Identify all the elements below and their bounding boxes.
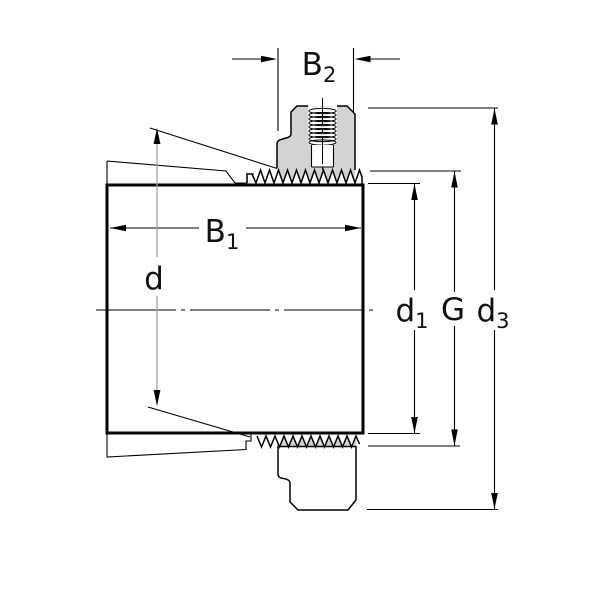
upper-sleeve-outer-surface: [106, 160, 254, 185]
label-b1: B1: [205, 214, 240, 254]
label-bg-b1: [199, 213, 246, 248]
label-d: d: [144, 261, 164, 297]
lower-locknut-body: [277, 445, 357, 511]
upper-locknut-outline-right: [337, 105, 356, 170]
lower-sleeve-taper: [106, 433, 252, 458]
label-b2: B2: [302, 47, 337, 87]
label-bg-d1: [396, 290, 430, 330]
label-bg-d3: [477, 290, 511, 330]
label-g: G: [441, 292, 465, 328]
label-d1: d1: [395, 293, 428, 333]
sleeve-thread-upper: [246, 167, 363, 186]
upper-slit-taper-line: [149, 127, 278, 170]
extension-lines-right: [367, 107, 498, 511]
label-bg-d: [141, 257, 169, 296]
lower-slit-taper-line: [147, 406, 251, 438]
label-bg-g: [440, 292, 467, 326]
sleeve-thread-lower: [256, 434, 361, 449]
lower-locknut-teeth-fill: [278, 436, 356, 447]
upper-locknut-teeth-fill: [277, 170, 355, 183]
dim-b2: [232, 48, 400, 131]
label-d3: d3: [476, 293, 509, 333]
upper-locknut-outline: [276, 105, 308, 168]
